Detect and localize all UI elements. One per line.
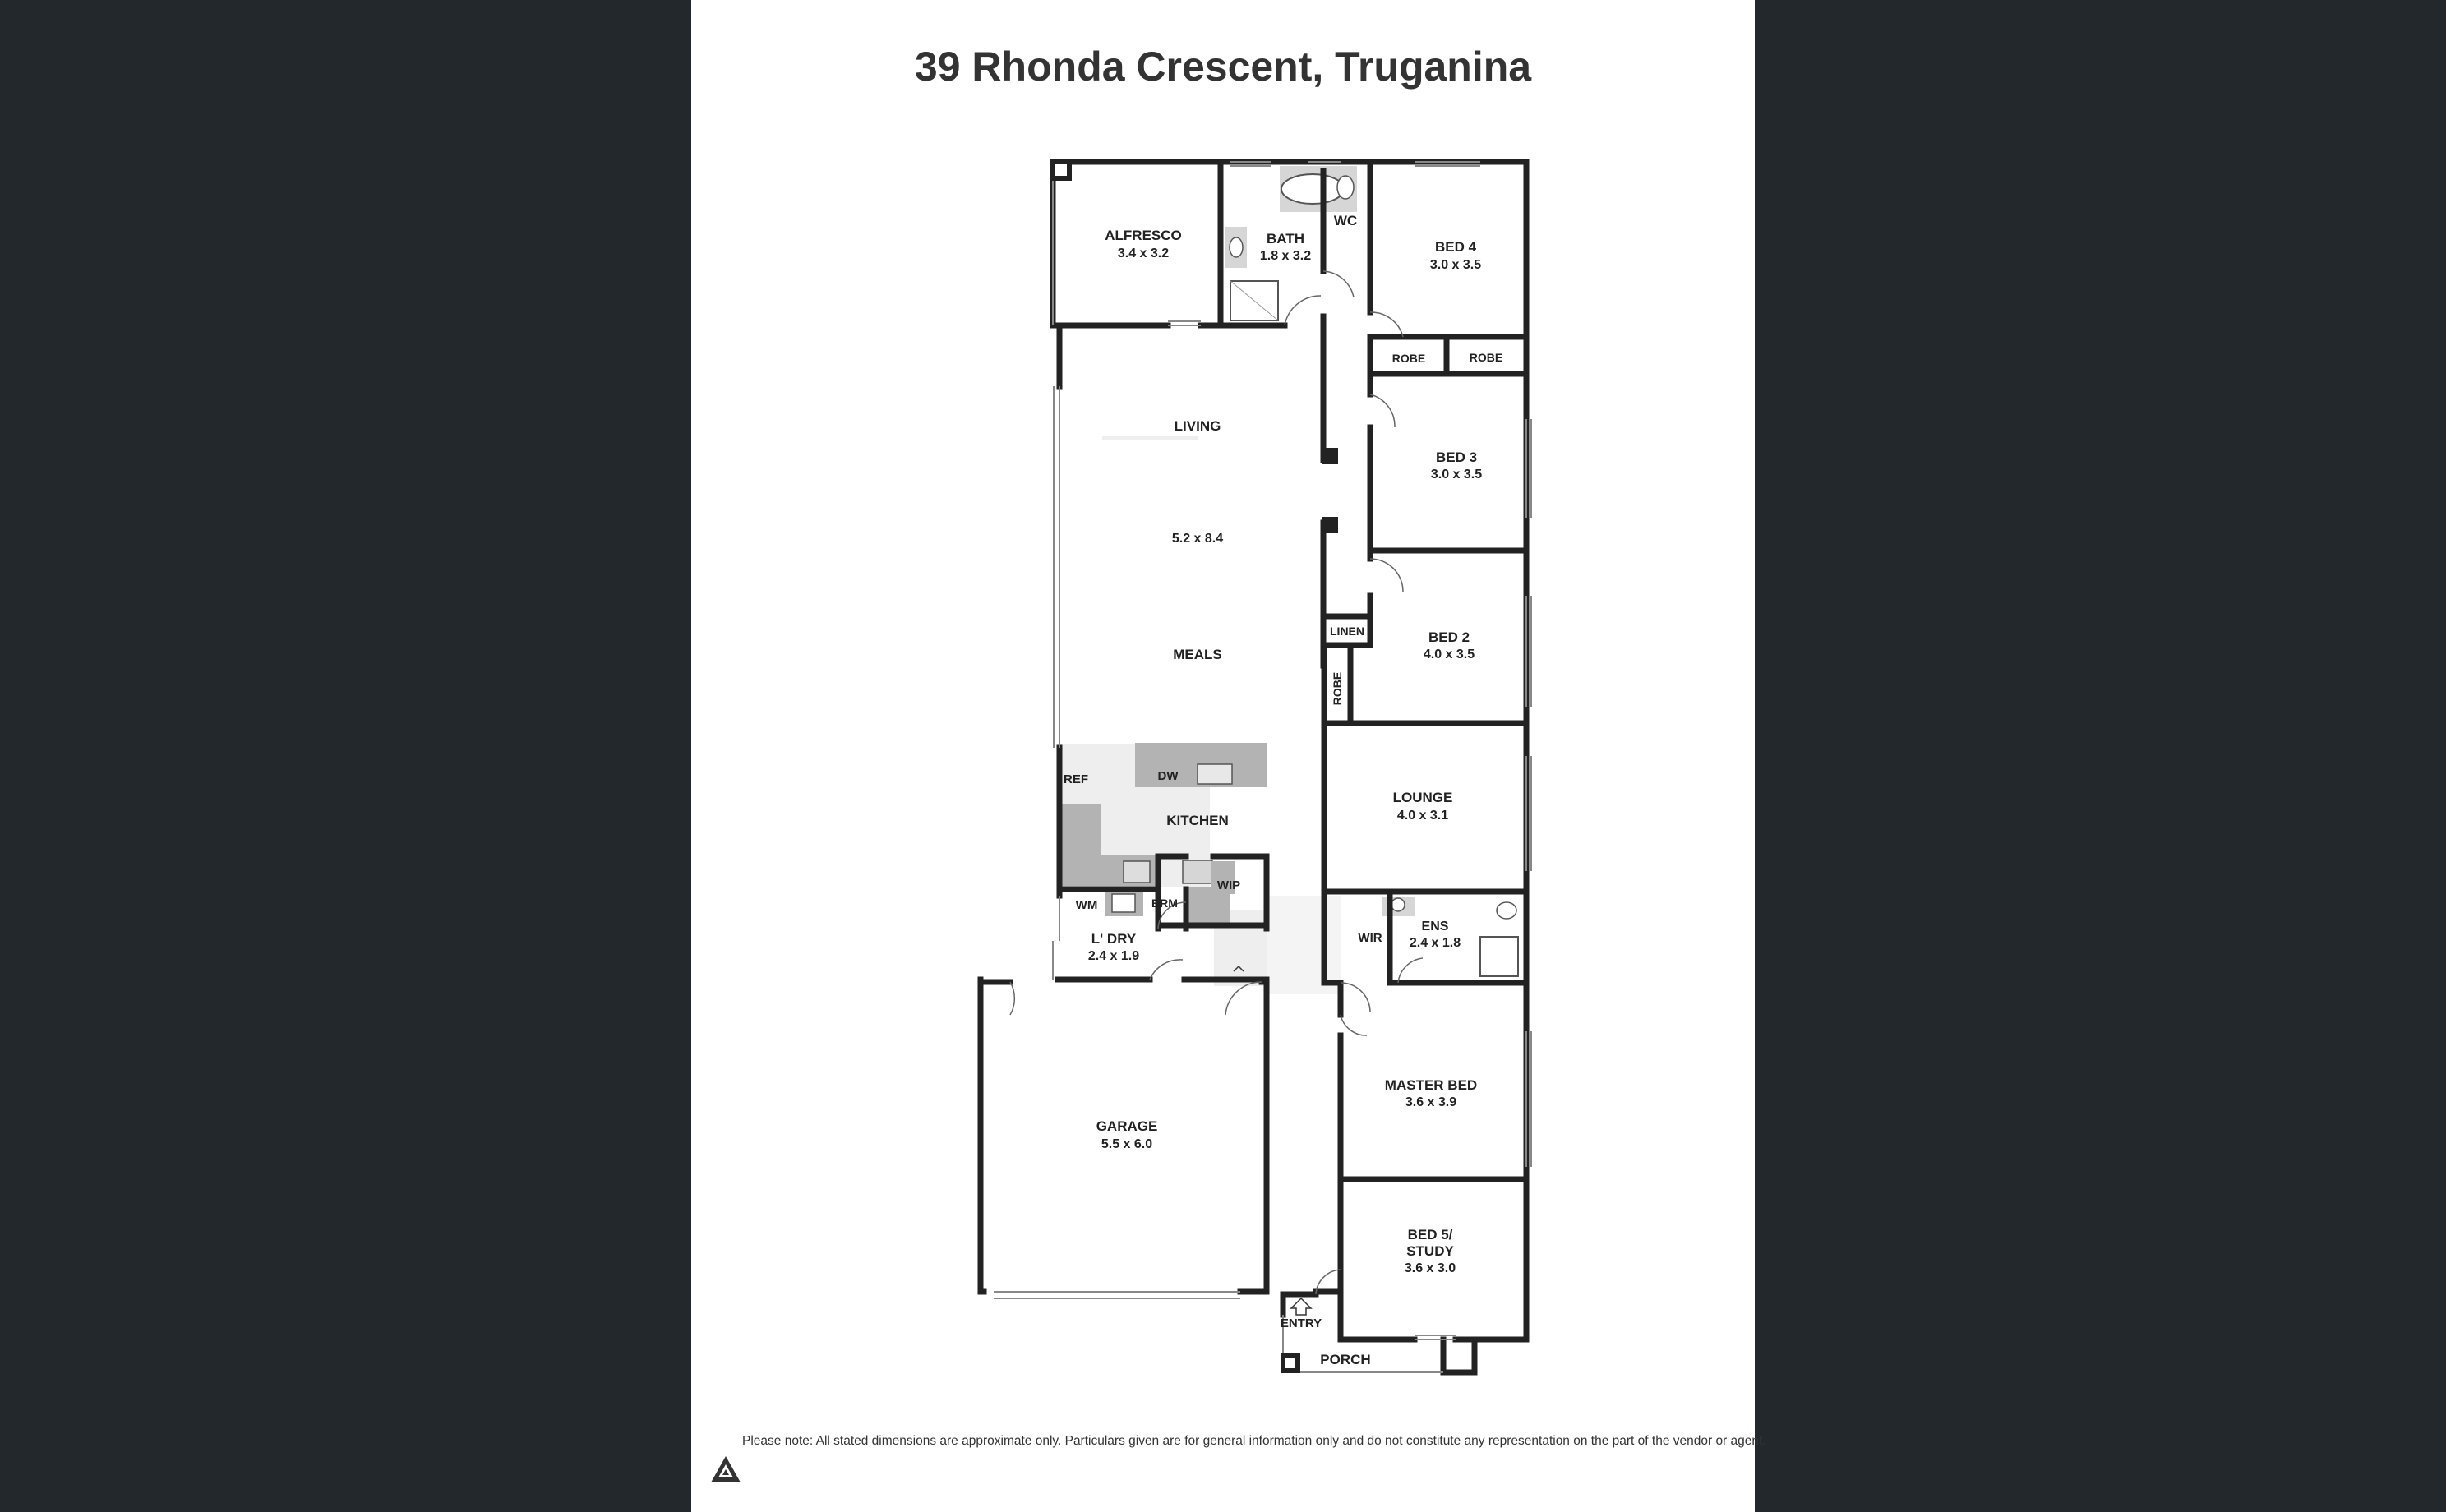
label-laundry: L' DRY bbox=[1091, 931, 1137, 947]
dim-master-bed: 3.6 x 3.9 bbox=[1405, 1095, 1456, 1109]
triangle-logo-icon bbox=[711, 1456, 741, 1482]
bath-fixtures bbox=[1225, 166, 1519, 977]
label-ens: ENS bbox=[1422, 920, 1449, 933]
label-garage: GARAGE bbox=[1096, 1118, 1158, 1134]
label-living: LIVING bbox=[1175, 418, 1221, 434]
walls bbox=[977, 159, 1530, 1376]
entry-arrow-icon bbox=[1233, 965, 1313, 1316]
disclaimer-text: Please note: All stated dimensions are a… bbox=[742, 1434, 1766, 1448]
room-labels: ALFRESCO 3.4 x 3.2 BATH 1.8 x 3.2 WC BED… bbox=[1064, 213, 1502, 1367]
dim-bed5: 3.6 x 3.0 bbox=[1405, 1261, 1456, 1275]
label-robe-bed2: ROBE bbox=[1331, 672, 1344, 705]
label-robe-bed4-a: ROBE bbox=[1392, 352, 1425, 365]
door-swings bbox=[1009, 270, 1424, 1295]
dim-bath: 1.8 x 3.2 bbox=[1260, 249, 1311, 263]
dim-garage: 5.5 x 6.0 bbox=[1101, 1137, 1152, 1151]
dim-alfresco: 3.4 x 3.2 bbox=[1118, 247, 1169, 260]
label-ref: REF bbox=[1064, 772, 1088, 786]
label-bath: BATH bbox=[1267, 231, 1304, 247]
label-linen: LINEN bbox=[1330, 625, 1364, 638]
dim-ens: 2.4 x 1.8 bbox=[1410, 936, 1461, 950]
label-bed3: BED 3 bbox=[1436, 449, 1477, 465]
label-wir: WIR bbox=[1358, 931, 1382, 945]
label-bed4: BED 4 bbox=[1435, 239, 1477, 255]
label-wm: WM bbox=[1076, 898, 1098, 912]
dim-lounge: 4.0 x 3.1 bbox=[1397, 809, 1448, 823]
label-master-bed: MASTER BED bbox=[1385, 1077, 1477, 1093]
label-brm: BRM bbox=[1151, 897, 1178, 910]
label-porch: PORCH bbox=[1320, 1352, 1370, 1367]
label-entry: ENTRY bbox=[1281, 1316, 1322, 1330]
posts bbox=[1050, 159, 1338, 1373]
label-bed2: BED 2 bbox=[1428, 629, 1470, 645]
page-title: 39 Rhonda Crescent, Truganina bbox=[914, 44, 1532, 90]
kitchen-benches bbox=[1059, 743, 1267, 924]
label-wc: WC bbox=[1334, 213, 1357, 228]
label-meals: MEALS bbox=[1173, 647, 1222, 662]
label-wip: WIP bbox=[1217, 878, 1240, 892]
label-robe-bed4-b: ROBE bbox=[1470, 351, 1502, 364]
label-dw: DW bbox=[1158, 769, 1179, 783]
dim-bed2: 4.0 x 3.5 bbox=[1424, 648, 1475, 662]
label-bed5-line2: STUDY bbox=[1406, 1243, 1454, 1259]
label-alfresco: ALFRESCO bbox=[1105, 228, 1182, 243]
floorplan-sheet: 39 Rhonda Crescent, Truganina bbox=[691, 0, 1766, 1512]
dim-bed3: 3.0 x 3.5 bbox=[1431, 468, 1482, 482]
dim-bed4: 3.0 x 3.5 bbox=[1430, 258, 1481, 272]
label-kitchen: KITCHEN bbox=[1166, 813, 1229, 828]
dim-living-meals: 5.2 x 8.4 bbox=[1172, 532, 1223, 546]
dim-laundry: 2.4 x 1.9 bbox=[1088, 949, 1139, 963]
floor-plan: ALFRESCO 3.4 x 3.2 BATH 1.8 x 3.2 WC BED… bbox=[977, 159, 1532, 1376]
label-bed5-line1: BED 5/ bbox=[1408, 1227, 1453, 1242]
windows bbox=[994, 161, 1532, 1373]
label-lounge: LOUNGE bbox=[1393, 790, 1453, 805]
